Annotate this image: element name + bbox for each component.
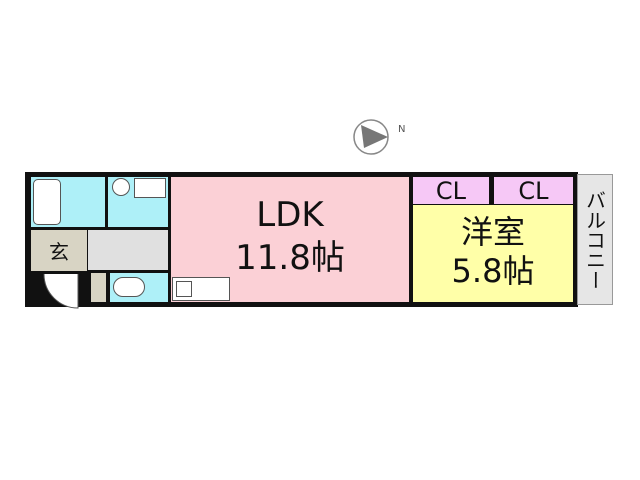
western-room-name: 洋室 bbox=[460, 213, 525, 251]
stove-icon bbox=[176, 281, 192, 297]
hallway bbox=[88, 230, 168, 270]
ldk-size: 11.8帖 bbox=[235, 238, 345, 278]
compass-icon bbox=[353, 119, 389, 155]
closet-1: CL bbox=[413, 177, 489, 205]
ldk-name: LDK bbox=[256, 195, 324, 235]
toilet-icon bbox=[113, 277, 145, 297]
western-room-size: 5.8帖 bbox=[451, 252, 535, 290]
kitchen-counter bbox=[172, 277, 230, 301]
washer-space-icon bbox=[134, 178, 166, 198]
sink-icon bbox=[112, 178, 130, 196]
bathtub-icon bbox=[33, 179, 61, 225]
entrance: 玄 bbox=[31, 230, 87, 271]
balcony: バルコニー bbox=[577, 174, 613, 305]
north-label: N bbox=[398, 124, 406, 135]
closet-2: CL bbox=[494, 177, 573, 205]
entrance-door-icon[interactable] bbox=[42, 272, 82, 312]
western-room bbox=[413, 205, 573, 302]
storage bbox=[91, 273, 106, 302]
